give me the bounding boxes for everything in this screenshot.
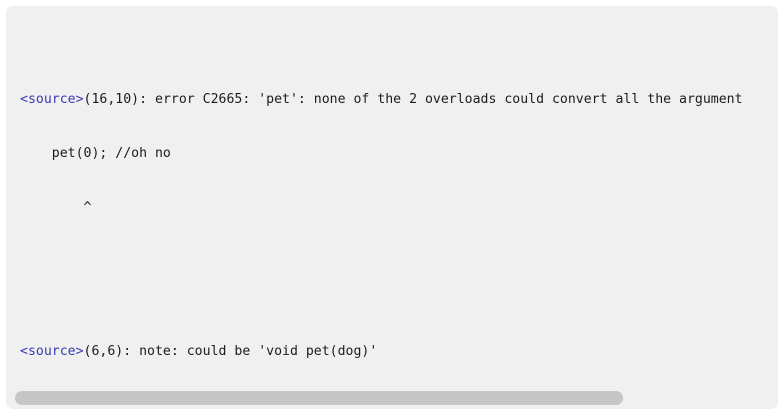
diagnostic-message: error C2665: 'pet': none of the 2 overlo… — [155, 92, 743, 107]
caret-marker-line: ^ — [20, 200, 92, 215]
diagnostic-line: <source>(6,6): note: could be 'void pet(… — [20, 343, 778, 361]
horizontal-scrollbar-thumb[interactable] — [15, 391, 623, 405]
diagnostics-list: <source>(16,10): error C2665: 'pet': non… — [20, 19, 778, 387]
source-token: <source> — [20, 92, 84, 107]
block-spacer — [20, 253, 778, 271]
horizontal-scrollbar-track[interactable] — [6, 391, 778, 405]
compiler-output-panel: <source>(16,10): error C2665: 'pet': non… — [6, 6, 778, 409]
source-code-line: pet(0); //oh no — [20, 146, 171, 161]
diagnostic-location: (16,10): — [83, 92, 155, 107]
diagnostic-message: note: could be 'void pet(dog)' — [139, 344, 378, 359]
source-token: <source> — [20, 344, 84, 359]
diagnostic-location: (6,6): — [83, 344, 140, 359]
compiler-output-scroll-area[interactable]: <source>(16,10): error C2665: 'pet': non… — [6, 6, 778, 387]
diagnostic-line: <source>(16,10): error C2665: 'pet': non… — [20, 91, 778, 109]
